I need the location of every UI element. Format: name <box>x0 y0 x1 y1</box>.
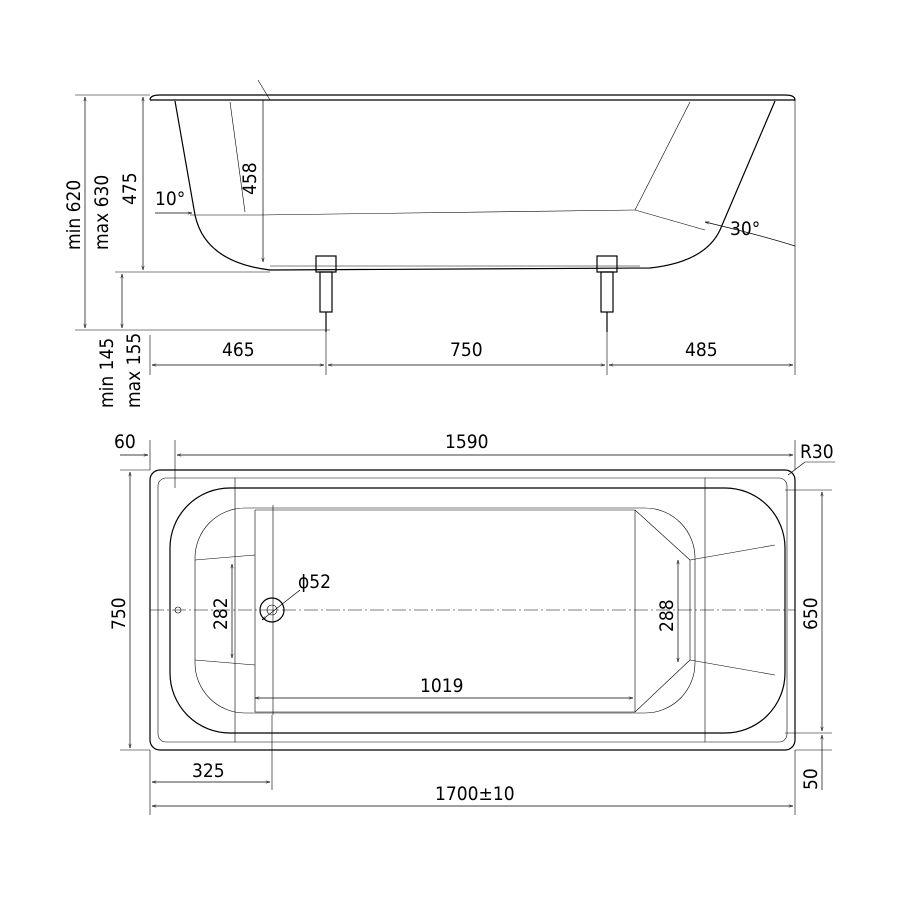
inner-width-label: 650 <box>800 597 822 630</box>
leg-right <box>596 255 618 332</box>
dist-left-label: 465 <box>222 339 255 361</box>
inner-length-label: 1590 <box>445 431 489 453</box>
angle-right-label: 30° <box>730 218 760 240</box>
height-min-label: min 620 <box>63 180 85 250</box>
leg-left <box>315 255 337 332</box>
bottom-length-label: 1019 <box>420 675 464 697</box>
top-view-tub <box>149 469 796 751</box>
rim-bottom-label: 50 <box>800 768 822 790</box>
dist-legs-label: 750 <box>450 339 483 361</box>
rim-left-label: 60 <box>114 431 136 453</box>
width-left-label: 282 <box>210 597 232 630</box>
angle-left-label: 10° <box>155 188 185 210</box>
corner-radius-label: R30 <box>800 441 834 463</box>
height-max-label: max 630 <box>91 175 113 250</box>
drain-diameter-label: ϕ52 <box>298 571 331 593</box>
drain-offset-label: 325 <box>192 760 225 782</box>
leg-min-label: min 145 <box>96 338 118 408</box>
outer-length-label: 1700±10 <box>435 783 515 805</box>
side-view-tub <box>149 94 796 271</box>
leg-max-label: max 155 <box>123 333 145 408</box>
dist-right-label: 485 <box>685 339 718 361</box>
depth-outer-label: 475 <box>119 172 141 205</box>
outer-width-label: 750 <box>108 597 130 630</box>
top-dimensions: 60 1590 R30 750 650 282 ϕ52 288 1019 325… <box>108 431 835 815</box>
side-dimensions: min 620 max 630 475 458 10° 30° min 145 … <box>63 79 796 408</box>
width-right-label: 288 <box>656 599 678 632</box>
depth-inner-label: 458 <box>239 162 261 195</box>
